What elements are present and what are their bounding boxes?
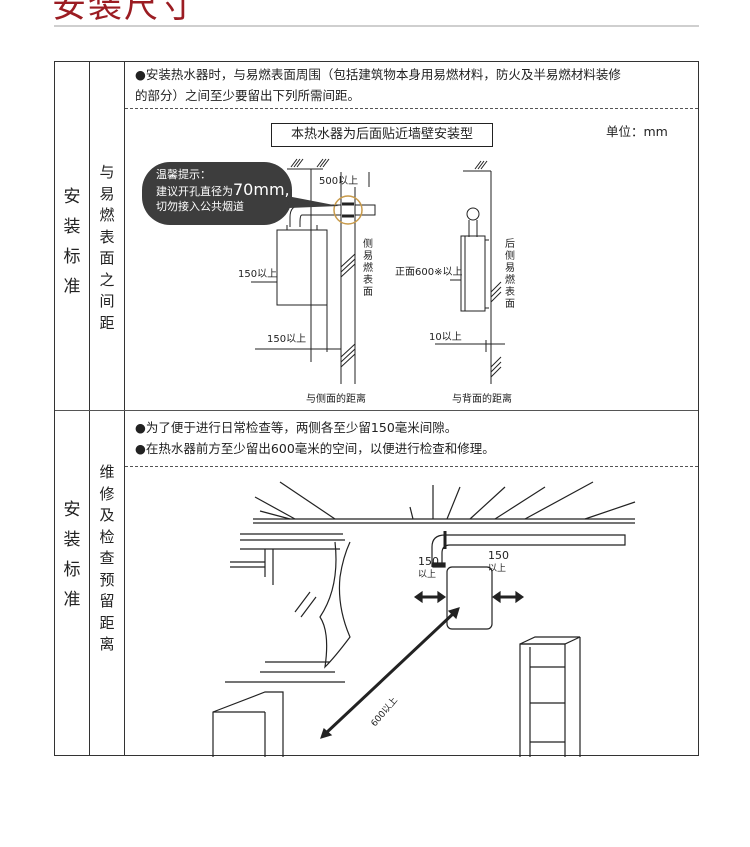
section2-bullets: ●为了便于进行日常检查等，两侧各至少留150毫米间隙。 ●在热水器前方至少留出6… [135,417,495,459]
tip-bubble: 温馨提示： 建议开孔直径为70mm, 切勿接入公共烟道 [142,162,292,225]
row-divider [55,410,698,411]
section2-subcategory: 维 修 及 检 查 预 留 距 离 [93,462,121,656]
clearance-diagram: 500以上 150以上 150以上 侧 易 燃 表 面 与侧面的距离 正面600… [238,158,515,405]
room-illustration: 150 以上 150 以上 600以上 [212,481,636,757]
subcategory-char: 之 [99,270,115,289]
left-clearance-value: 150 [418,555,439,568]
highlight-circle [333,195,363,225]
subcategory-char: 及 [99,506,115,524]
top-clearance-label: 500以上 [319,175,358,187]
subcategory-char: 离 [99,635,115,653]
svg-text:面: 面 [363,287,373,298]
category-char: 标 [63,560,81,580]
left-clearance-unit: 以上 [418,569,436,580]
svg-text:燃: 燃 [363,261,373,274]
flue-pipe [431,534,626,567]
subcategory-char: 预 [99,570,115,589]
heater-unit [446,566,493,630]
flue-outlet [466,207,480,221]
svg-text:侧: 侧 [505,249,515,262]
side-surface-label: 侧 易 燃 表 面 [363,237,373,298]
tip-text: 建议开孔直径为 [156,185,233,198]
installation-table: 安 装 标 准 与 易 燃 表 面 之 间 距 ●安装热水器时，与易燃表面周围（… [54,61,699,757]
section1-category: 安 装 标 准 [60,182,84,302]
category-char: 准 [63,590,81,610]
tip-pointer [287,196,339,208]
subcategory-char: 易 [99,184,115,203]
subcategory-char: 表 [99,227,115,246]
back-caption: 与背面的距离 [452,392,512,405]
tip-value: 70mm, [233,180,290,199]
right-clearance-unit: 以上 [488,563,506,574]
intro-line: 的部分）之间至少要留出下列所需间距。 [135,88,361,103]
flue-pipe [355,204,376,216]
tip-title: 温馨提示： [156,168,211,181]
curtain [319,541,351,669]
right-clearance-value: 150 [488,549,509,562]
category-char: 装 [63,217,81,237]
column-divider [124,62,125,755]
title-divider [54,25,699,27]
category-char: 标 [63,247,81,267]
back-clearance-label: 10以上 [429,331,462,343]
box-appliance [212,691,284,757]
diagram-heading: 本热水器为后面贴近墙壁安装型 [271,123,493,147]
subcategory-char: 与 [99,163,115,181]
section1-subcategory: 与 易 燃 表 面 之 间 距 [93,162,121,334]
page-title: 安装尺寸 [52,0,196,26]
unit-label: 单位：mm [606,124,668,139]
category-char: 装 [63,530,81,550]
section1-intro: ●安装热水器时，与易燃表面周围（包括建筑物本身用易燃材料，防火及半易燃材料装修 … [135,64,621,106]
svg-text:表: 表 [505,285,515,298]
column-divider [89,62,90,755]
bottom-clearance-label: 150以上 [267,333,306,345]
dashed-divider [125,466,698,467]
category-char: 安 [63,187,81,207]
subcategory-char: 维 [99,463,115,481]
front-clearance-label: 正面600※以上 [395,266,462,278]
svg-text:表: 表 [363,273,373,286]
tip-line: 切勿接入公共烟道 [156,200,244,213]
subcategory-char: 间 [99,292,115,310]
category-char: 安 [63,500,81,520]
heater-body [276,229,328,306]
svg-text:燃: 燃 [505,273,515,286]
side-caption: 与侧面的距离 [306,392,366,405]
svg-text:侧: 侧 [363,237,373,250]
subcategory-char: 距 [99,313,115,332]
svg-text:面: 面 [505,299,515,310]
intro-line: ●安装热水器时，与易燃表面周围（包括建筑物本身用易燃材料，防火及半易燃材料装修 [135,67,621,82]
svg-text:后: 后 [505,238,515,250]
section2-category: 安 装 标 准 [60,495,84,615]
subcategory-char: 距 [99,613,115,632]
front-clearance-label: 600以上 [369,695,400,729]
shelf-unit [519,643,566,757]
left-clearance-label: 150以上 [238,268,277,280]
svg-text:易: 易 [505,262,515,274]
subcategory-char: 留 [99,592,115,610]
bullet-item: ●在热水器前方至少留出600毫米的空间，以便进行检查和修理。 [135,441,495,456]
tip-line: 建议开孔直径为70mm, [156,182,292,199]
subcategory-char: 检 [99,527,115,546]
bullet-item: ●为了便于进行日常检查等，两侧各至少留150毫米间隙。 [135,420,458,435]
subcategory-char: 面 [99,249,115,267]
svg-text:易: 易 [363,250,373,262]
category-char: 准 [63,277,81,297]
back-surface-label: 后 侧 易 燃 表 面 [505,238,515,310]
dashed-divider [125,108,698,109]
subcategory-char: 查 [99,549,115,567]
subcategory-char: 修 [99,484,115,503]
subcategory-char: 燃 [99,206,115,224]
front-arrow [323,610,457,736]
heater-body-side [460,235,486,312]
hatch-marks [290,158,330,168]
